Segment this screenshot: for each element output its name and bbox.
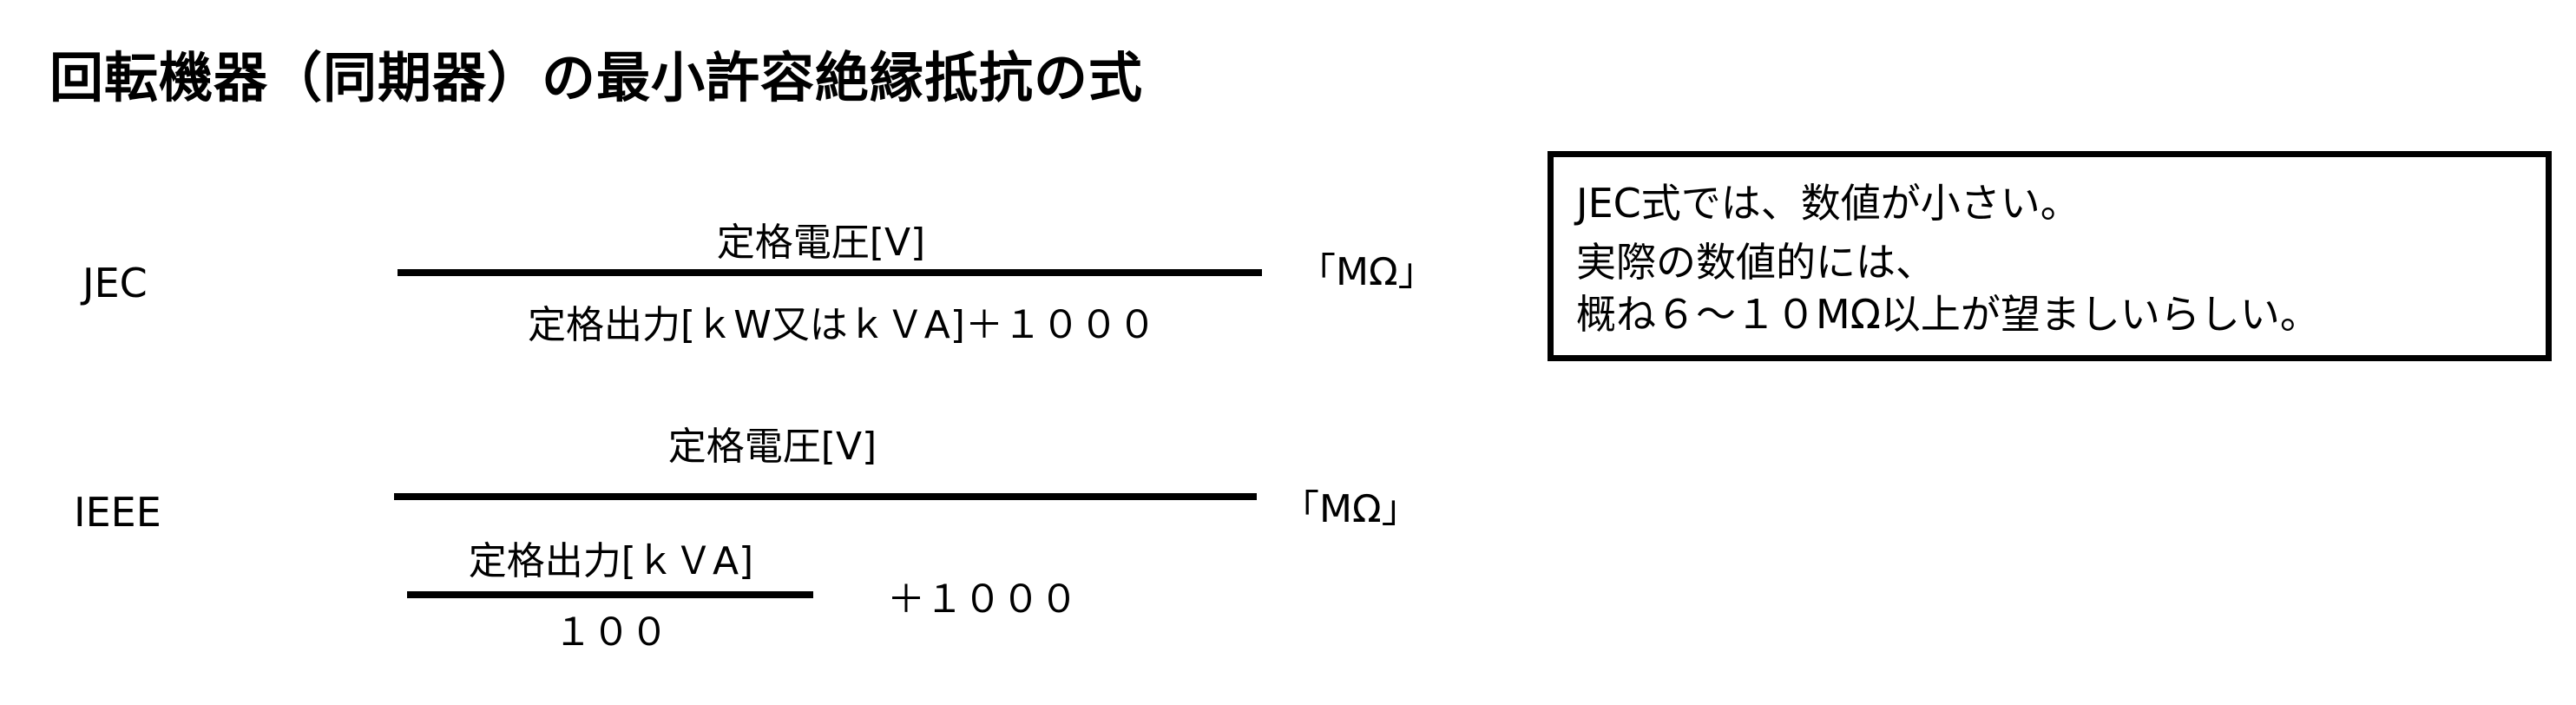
ieee-label: IEEE	[74, 489, 161, 536]
jec-label: JEC	[82, 260, 148, 306]
jec-numerator: 定格電圧[V]	[716, 221, 926, 265]
note-box: JEC式では、数値が小さい。 実際の数値的には、 概ね６～１０MΩ以上が望ましい…	[1548, 151, 2552, 361]
jec-denominator: 定格出力[ｋW又はｋＶA]＋１０００	[528, 303, 1156, 347]
ieee-inner-numerator: 定格出力[ｋＶA]	[468, 539, 754, 583]
ieee-inner-fraction-line	[407, 591, 813, 598]
ieee-numerator: 定格電圧[V]	[667, 425, 877, 469]
page-title: 回転機器（同期器）の最小許容絶縁抵抗の式	[49, 46, 1144, 109]
ieee-inner-denominator: １００	[554, 610, 668, 655]
jec-fraction-line	[398, 269, 1262, 276]
ieee-fraction-line	[394, 493, 1257, 500]
jec-unit: 「MΩ」	[1298, 250, 1436, 294]
ieee-plus-term: ＋１０００	[887, 577, 1078, 622]
ieee-unit: 「MΩ」	[1281, 487, 1420, 531]
note-line: 概ね６～１０MΩ以上が望ましいらしい。	[1576, 291, 2320, 338]
note-line: 実際の数値的には、	[1576, 239, 1935, 286]
note-line: JEC式では、数値が小さい。	[1576, 180, 2080, 227]
